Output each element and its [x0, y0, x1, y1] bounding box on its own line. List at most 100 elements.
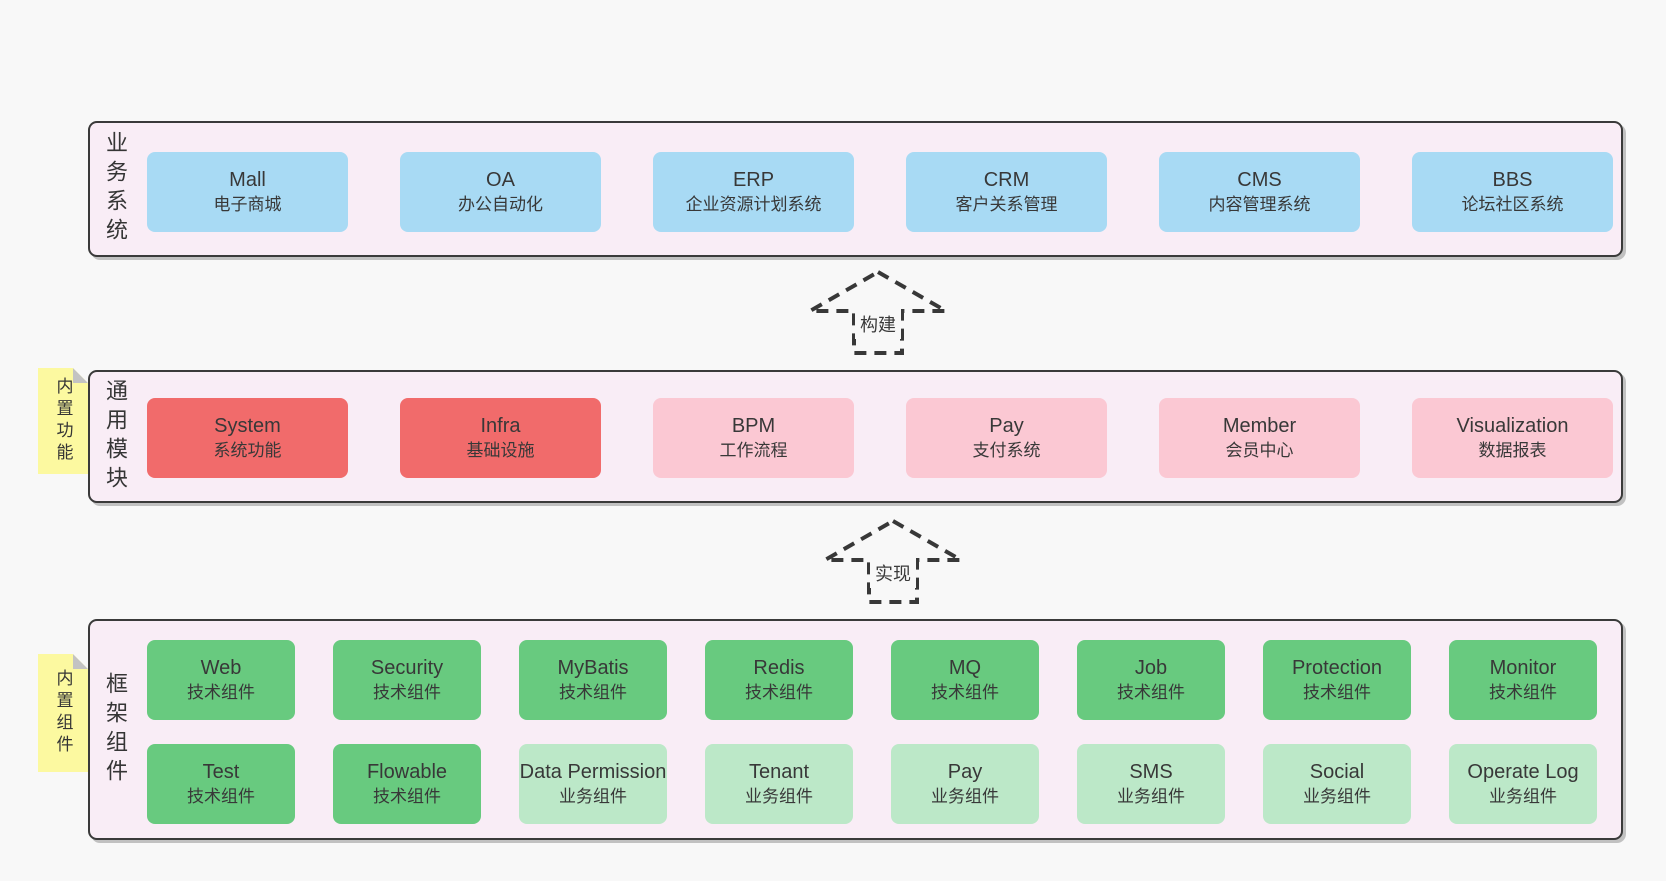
- module-box-mall: Mall 电子商城: [147, 152, 348, 232]
- module-box-flowable: Flowable 技术组件: [333, 744, 481, 824]
- module-box-social: Social 业务组件: [1263, 744, 1411, 824]
- module-box-title: Protection: [1291, 657, 1383, 679]
- module-box-subtitle: 办公自动化: [458, 195, 543, 214]
- module-box-bpm: BPM 工作流程: [653, 398, 854, 478]
- module-box-title: CMS: [1237, 169, 1282, 191]
- module-box-subtitle: 技术组件: [745, 683, 813, 702]
- module-box-subtitle: 工作流程: [719, 441, 788, 460]
- module-box-operate-log: Operate Log 业务组件: [1449, 744, 1597, 824]
- implement-arrow: 实现: [822, 518, 964, 606]
- module-box-subtitle: 技术组件: [373, 683, 441, 702]
- module-box-title: OA: [486, 169, 515, 191]
- module-box-title: SMS: [1129, 761, 1173, 783]
- module-box-pay: Pay 支付系统: [906, 398, 1107, 478]
- layer-panel-business-systems: 业务系统 Mall 电子商城 OA 办公自动化 ERP 企业资源计划系统 CRM 客户关系管理…: [88, 121, 1623, 257]
- module-box-title: Test: [202, 761, 240, 783]
- sticky-note-built-in-features: 内置功能: [38, 368, 88, 474]
- module-box-cms: CMS 内容管理系统: [1159, 152, 1360, 232]
- module-box-title: Member: [1222, 415, 1297, 437]
- module-box-subtitle: 业务组件: [745, 787, 813, 806]
- module-box-visualization: Visualization 数据报表: [1412, 398, 1613, 478]
- folded-corner-icon: [73, 654, 88, 669]
- module-box-subtitle: 业务组件: [559, 787, 627, 806]
- module-box-title: Social: [1309, 761, 1365, 783]
- module-box-title: Visualization: [1456, 415, 1569, 437]
- module-box-security: Security 技术组件: [333, 640, 481, 720]
- module-box-subtitle: 内容管理系统: [1208, 195, 1311, 214]
- module-box-subtitle: 业务组件: [1489, 787, 1557, 806]
- layer-panel-common-modules: 通用模块 System 系统功能 Infra 基础设施 BPM 工作流程 Pay 支付系统 Me…: [88, 370, 1623, 503]
- module-box-member: Member 会员中心: [1159, 398, 1360, 478]
- module-box-oa: OA 办公自动化: [400, 152, 601, 232]
- module-box-title: Redis: [753, 657, 805, 679]
- module-box-subtitle: 技术组件: [1489, 683, 1557, 702]
- layer-label-common-modules: 通用模块: [103, 378, 128, 495]
- module-box-title: System: [214, 415, 281, 437]
- module-box-pay: Pay 业务组件: [891, 744, 1039, 824]
- module-box-title: Data Permission: [519, 761, 667, 783]
- layer-label-business-systems: 业务系统: [103, 131, 128, 247]
- module-box-subtitle: 基础设施: [466, 441, 535, 460]
- sticky-note-built-in-components: 内置组件: [38, 654, 88, 772]
- module-box-subtitle: 技术组件: [373, 787, 441, 806]
- module-box-subtitle: 技术组件: [187, 787, 255, 806]
- module-box-subtitle: 业务组件: [931, 787, 999, 806]
- module-box-title: CRM: [983, 169, 1030, 191]
- module-box-title: Web: [200, 657, 242, 679]
- sticky-note-text: 内置功能: [53, 377, 73, 465]
- module-box-subtitle: 支付系统: [972, 441, 1041, 460]
- module-box-title: Flowable: [366, 761, 448, 783]
- module-box-monitor: Monitor 技术组件: [1449, 640, 1597, 720]
- module-box-title: Job: [1134, 657, 1168, 679]
- module-box-subtitle: 客户关系管理: [955, 195, 1058, 214]
- module-box-subtitle: 会员中心: [1225, 441, 1294, 460]
- module-box-subtitle: 数据报表: [1478, 441, 1547, 460]
- module-box-title: BPM: [731, 415, 776, 437]
- module-box-web: Web 技术组件: [147, 640, 295, 720]
- layer-label-framework-components: 框架组件: [103, 671, 128, 788]
- module-box-subtitle: 企业资源计划系统: [685, 195, 822, 214]
- module-box-erp: ERP 企业资源计划系统: [653, 152, 854, 232]
- module-box-title: Monitor: [1489, 657, 1557, 679]
- module-box-protection: Protection 技术组件: [1263, 640, 1411, 720]
- module-box-redis: Redis 技术组件: [705, 640, 853, 720]
- module-box-title: Mall: [229, 169, 266, 191]
- module-box-title: MQ: [948, 657, 982, 679]
- module-box-subtitle: 技术组件: [559, 683, 627, 702]
- module-box-mq: MQ 技术组件: [891, 640, 1039, 720]
- up-block-arrow-icon: [807, 269, 949, 355]
- module-box-system: System 系统功能: [147, 398, 348, 478]
- module-box-subtitle: 系统功能: [213, 441, 282, 460]
- module-box-bbs: BBS 论坛社区系统: [1412, 152, 1613, 232]
- module-box-title: Tenant: [748, 761, 810, 783]
- module-box-title: Infra: [480, 415, 521, 437]
- module-box-title: BBS: [1492, 169, 1533, 191]
- module-box-subtitle: 电子商城: [213, 195, 282, 214]
- module-box-subtitle: 技术组件: [187, 683, 255, 702]
- module-box-title: Security: [370, 657, 444, 679]
- build-arrow-label: 构建: [855, 309, 901, 339]
- module-box-crm: CRM 客户关系管理: [906, 152, 1107, 232]
- module-box-subtitle: 论坛社区系统: [1461, 195, 1564, 214]
- module-box-subtitle: 业务组件: [1117, 787, 1185, 806]
- module-box-title: MyBatis: [557, 657, 629, 679]
- module-box-data-permission: Data Permission 业务组件: [519, 744, 667, 824]
- module-box-title: ERP: [732, 169, 775, 191]
- build-arrow: 构建: [807, 269, 949, 357]
- module-box-infra: Infra 基础设施: [400, 398, 601, 478]
- module-box-title: Operate Log: [1467, 761, 1579, 783]
- module-box-mybatis: MyBatis 技术组件: [519, 640, 667, 720]
- up-block-arrow-icon: [822, 518, 964, 604]
- module-box-subtitle: 技术组件: [1117, 683, 1185, 702]
- module-box-subtitle: 技术组件: [931, 683, 999, 702]
- module-box-subtitle: 业务组件: [1303, 787, 1371, 806]
- module-box-title: Pay: [947, 761, 983, 783]
- module-box-title: Pay: [989, 415, 1024, 437]
- module-box-tenant: Tenant 业务组件: [705, 744, 853, 824]
- sticky-note-text: 内置组件: [53, 669, 73, 757]
- module-box-subtitle: 技术组件: [1303, 683, 1371, 702]
- module-box-sms: SMS 业务组件: [1077, 744, 1225, 824]
- module-box-test: Test 技术组件: [147, 744, 295, 824]
